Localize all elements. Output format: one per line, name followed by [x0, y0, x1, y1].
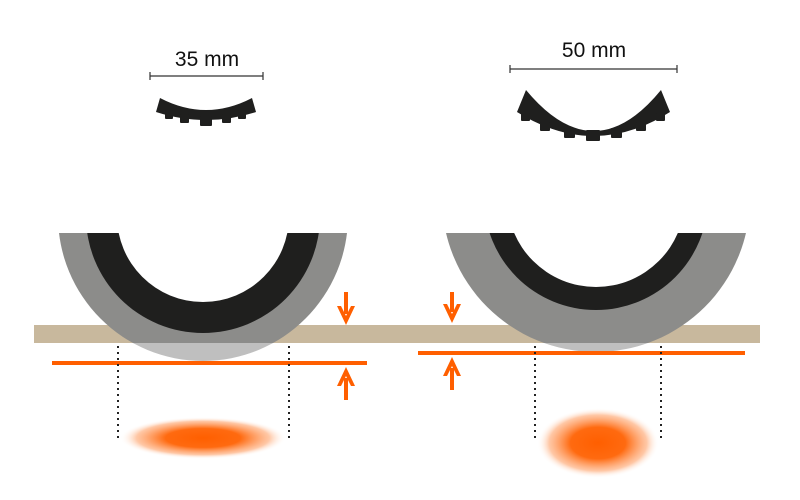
- left-contact-patch: [120, 417, 286, 459]
- right-tread-band: [517, 90, 670, 136]
- left-tire: [59, 233, 347, 361]
- left-tread-blocks: [165, 110, 246, 126]
- right-tire-compressed-part: [544, 343, 648, 352]
- left-tread-profile: 35 mm: [149, 48, 264, 126]
- right-deflection-line: [418, 351, 745, 355]
- right-down-arrow-icon: [443, 292, 461, 323]
- right-width-label: 50 mm: [562, 39, 626, 62]
- left-width-label: 35 mm: [175, 48, 239, 71]
- right-up-arrow-icon: [443, 357, 461, 390]
- right-tire-rim-hole: [514, 233, 678, 287]
- right-tread-profile: 50 mm: [509, 39, 678, 141]
- right-contact-patch: [537, 408, 659, 478]
- left-up-arrow-icon: [337, 367, 355, 400]
- right-tire: [446, 233, 746, 352]
- left-tire-rim-hole: [118, 233, 288, 302]
- left-tire-compressed-part: [133, 343, 273, 361]
- right-tread-blocks: [521, 113, 665, 141]
- left-deflection-line: [52, 361, 367, 365]
- left-down-arrow-icon: [337, 292, 355, 325]
